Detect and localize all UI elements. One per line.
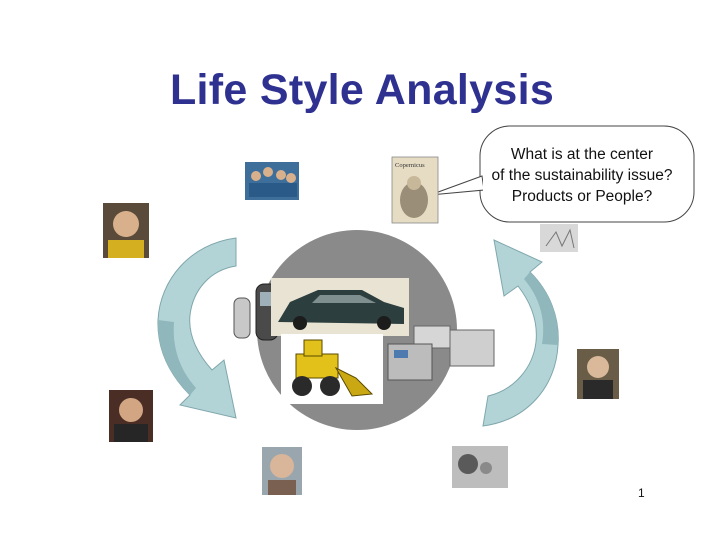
sketch-photo xyxy=(540,224,578,252)
printer-icon xyxy=(387,325,495,381)
bulldozer-icon xyxy=(281,334,383,404)
speech-bubble xyxy=(429,125,695,223)
person-photo-4 xyxy=(577,349,619,399)
book-cover-portrait: Copernicus xyxy=(391,156,439,224)
bubble-text: What is at the center of the sustainabil… xyxy=(468,144,696,207)
bubble-line-2: of the sustainability issue? xyxy=(491,167,673,184)
page-number: 1 xyxy=(638,486,645,500)
group-photo xyxy=(245,162,299,200)
person-photo-3 xyxy=(262,447,302,495)
car-photo xyxy=(271,278,409,336)
bubble-line-1: What is at the center xyxy=(510,146,654,163)
right-cycle-arrow xyxy=(482,239,559,427)
slide-title: Life Style Analysis xyxy=(169,66,555,114)
svg-text:Copernicus: Copernicus xyxy=(395,162,425,169)
person-photo-1 xyxy=(103,203,149,258)
portrait-photo-bw xyxy=(452,446,508,488)
person-photo-2 xyxy=(109,390,153,442)
left-cycle-arrow xyxy=(157,237,237,419)
bubble-line-3: Products or People? xyxy=(511,188,653,205)
